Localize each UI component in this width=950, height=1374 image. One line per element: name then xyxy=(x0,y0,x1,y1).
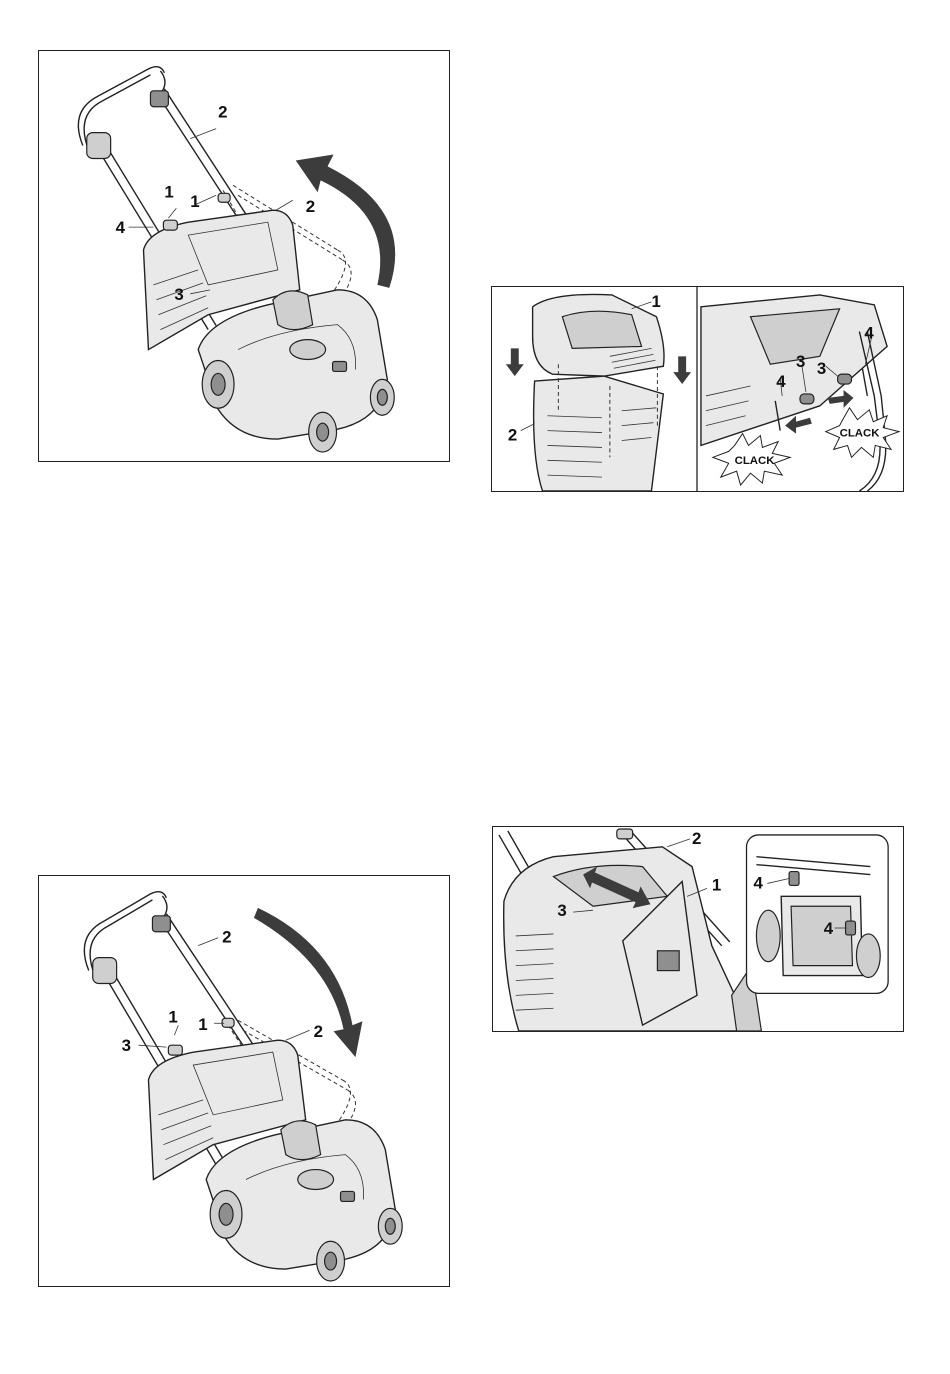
mower-illustration-handle-raise: 2 1 1 2 4 3 xyxy=(39,51,449,461)
inset-hook-left xyxy=(789,872,799,886)
curved-arrow-icon xyxy=(296,154,395,287)
motor-housing xyxy=(273,291,313,330)
pin-right xyxy=(838,374,852,384)
curved-arrow-icon xyxy=(254,908,362,1057)
label-4-bottom: 4 xyxy=(824,919,834,938)
label-4-right: 4 xyxy=(864,323,874,342)
switch-box xyxy=(87,133,111,159)
flap-illustration: 2 1 3 4 4 xyxy=(493,827,903,1031)
label-3: 3 xyxy=(557,901,566,920)
label-4-top: 4 xyxy=(753,873,763,892)
inset-wheel-right xyxy=(856,934,880,978)
label-2: 2 xyxy=(692,829,701,848)
knob-dashed xyxy=(218,193,230,202)
pin-left xyxy=(800,394,814,404)
handle-clamp xyxy=(150,91,168,107)
handle-clamp xyxy=(152,916,170,932)
figure-catcher-fitting: 1 2 CLACK CLACK 4 3 3 4 xyxy=(491,286,904,492)
figure-handle-raise: 2 1 1 2 4 3 xyxy=(38,50,450,462)
label-1-handle: 1 xyxy=(164,182,173,201)
label-1-knob: 1 xyxy=(190,192,199,211)
handle-knob xyxy=(617,829,633,839)
motor-housing xyxy=(281,1121,321,1160)
handle-knob xyxy=(163,220,177,230)
label-2-top: 2 xyxy=(222,928,231,947)
label-1-handle: 1 xyxy=(168,1007,177,1026)
mower-illustration-handle-lower: 2 1 1 2 3 xyxy=(39,876,449,1286)
clack-text-left: CLACK xyxy=(735,455,776,467)
switch-box xyxy=(93,958,117,984)
label-1-lid: 1 xyxy=(651,292,660,311)
catcher-bag xyxy=(534,376,664,491)
figure-catcher-flap: 2 1 3 4 4 xyxy=(492,826,904,1032)
label-2-top: 2 xyxy=(218,103,227,122)
label-3-right: 3 xyxy=(817,359,826,378)
down-arrow-icon xyxy=(506,348,524,376)
label-2-dashed: 2 xyxy=(306,197,315,216)
catcher-illustration: 1 2 CLACK CLACK 4 3 3 4 xyxy=(492,287,903,491)
handle-knob xyxy=(168,1045,182,1055)
label-3: 3 xyxy=(122,1036,131,1055)
inset-hook-right xyxy=(846,921,856,935)
knob-dashed xyxy=(222,1018,234,1027)
label-4: 4 xyxy=(116,218,126,237)
flap-window xyxy=(657,951,679,971)
clack-text-right: CLACK xyxy=(840,428,881,440)
label-3: 3 xyxy=(174,285,183,304)
label-2-bag: 2 xyxy=(508,425,517,444)
label-4-left: 4 xyxy=(776,372,786,391)
push-arrow-icon-2 xyxy=(785,416,812,434)
label-3-left: 3 xyxy=(796,352,805,371)
figure-handle-lower: 2 1 1 2 3 xyxy=(38,875,450,1287)
down-arrow-icon-2 xyxy=(673,356,691,384)
inset-wheel-left xyxy=(756,910,780,961)
label-1: 1 xyxy=(712,875,721,894)
label-1-knob: 1 xyxy=(198,1015,207,1034)
label-2-dashed: 2 xyxy=(314,1022,323,1041)
